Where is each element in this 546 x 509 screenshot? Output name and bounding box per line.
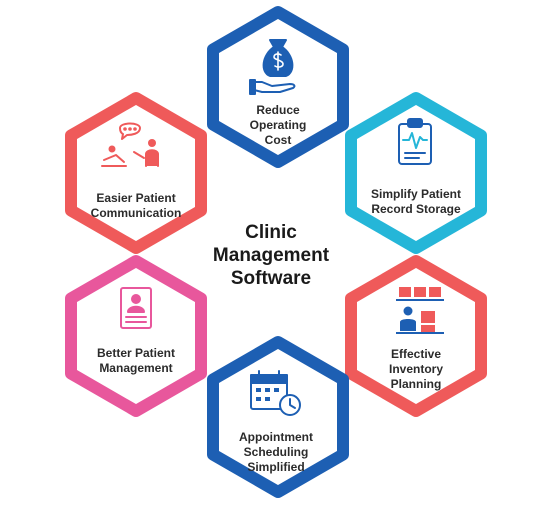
hex-reduce-cost-line-2: Operating bbox=[250, 118, 307, 132]
center-title-line-3: Software bbox=[231, 268, 311, 289]
hex-inventory-line-2: Inventory bbox=[389, 362, 443, 376]
hex-patient-management-line-1: Better Patient bbox=[97, 346, 175, 360]
center-title-line-2: Management bbox=[213, 245, 330, 266]
center-title-line-1: Clinic bbox=[245, 222, 297, 243]
hex-inventory-line-1: Effective bbox=[391, 347, 441, 361]
hex-communication-shape bbox=[65, 92, 207, 254]
patient-profile-card-icon bbox=[120, 287, 152, 329]
hex-reduce-cost: Reduce Operating Cost bbox=[207, 6, 349, 168]
hex-record-storage-line-1: Simplify Patient bbox=[371, 187, 461, 201]
clipboard-heartbeat-icon bbox=[398, 118, 432, 165]
hex-scheduling-line-2: Scheduling bbox=[244, 445, 309, 459]
hex-communication: Easier Patient Communication bbox=[65, 92, 207, 254]
warehouse-worker-boxes-icon bbox=[396, 287, 444, 334]
hex-reduce-cost-line-3: Cost bbox=[265, 133, 292, 147]
hex-patient-management-line-2: Management bbox=[99, 361, 172, 375]
hex-record-storage-shape bbox=[345, 92, 487, 254]
money-bag-hand-icon bbox=[249, 39, 296, 95]
hex-inventory: Effective Inventory Planning bbox=[345, 255, 487, 417]
center-title: Clinic Management Software bbox=[213, 222, 330, 289]
hex-scheduling-shape bbox=[207, 336, 349, 498]
hex-communication-line-1: Easier Patient bbox=[96, 191, 175, 205]
calendar-clock-icon bbox=[250, 370, 301, 416]
doctor-patient-chat-icon bbox=[101, 122, 159, 167]
hex-inventory-line-3: Planning bbox=[391, 377, 442, 391]
hex-reduce-cost-line-1: Reduce bbox=[256, 103, 300, 117]
hex-communication-line-2: Communication bbox=[91, 206, 182, 220]
hex-reduce-cost-shape bbox=[207, 6, 349, 168]
hex-inventory-shape bbox=[345, 255, 487, 417]
hex-patient-management: Better Patient Management bbox=[65, 255, 207, 417]
hex-scheduling-line-3: Simplified bbox=[247, 460, 304, 474]
hex-scheduling: Appointment Scheduling Simplified bbox=[207, 336, 349, 498]
hex-scheduling-line-1: Appointment bbox=[239, 430, 313, 444]
hex-patient-management-shape bbox=[65, 255, 207, 417]
hex-record-storage-line-2: Record Storage bbox=[371, 202, 461, 216]
hex-record-storage: Simplify Patient Record Storage bbox=[345, 92, 487, 254]
